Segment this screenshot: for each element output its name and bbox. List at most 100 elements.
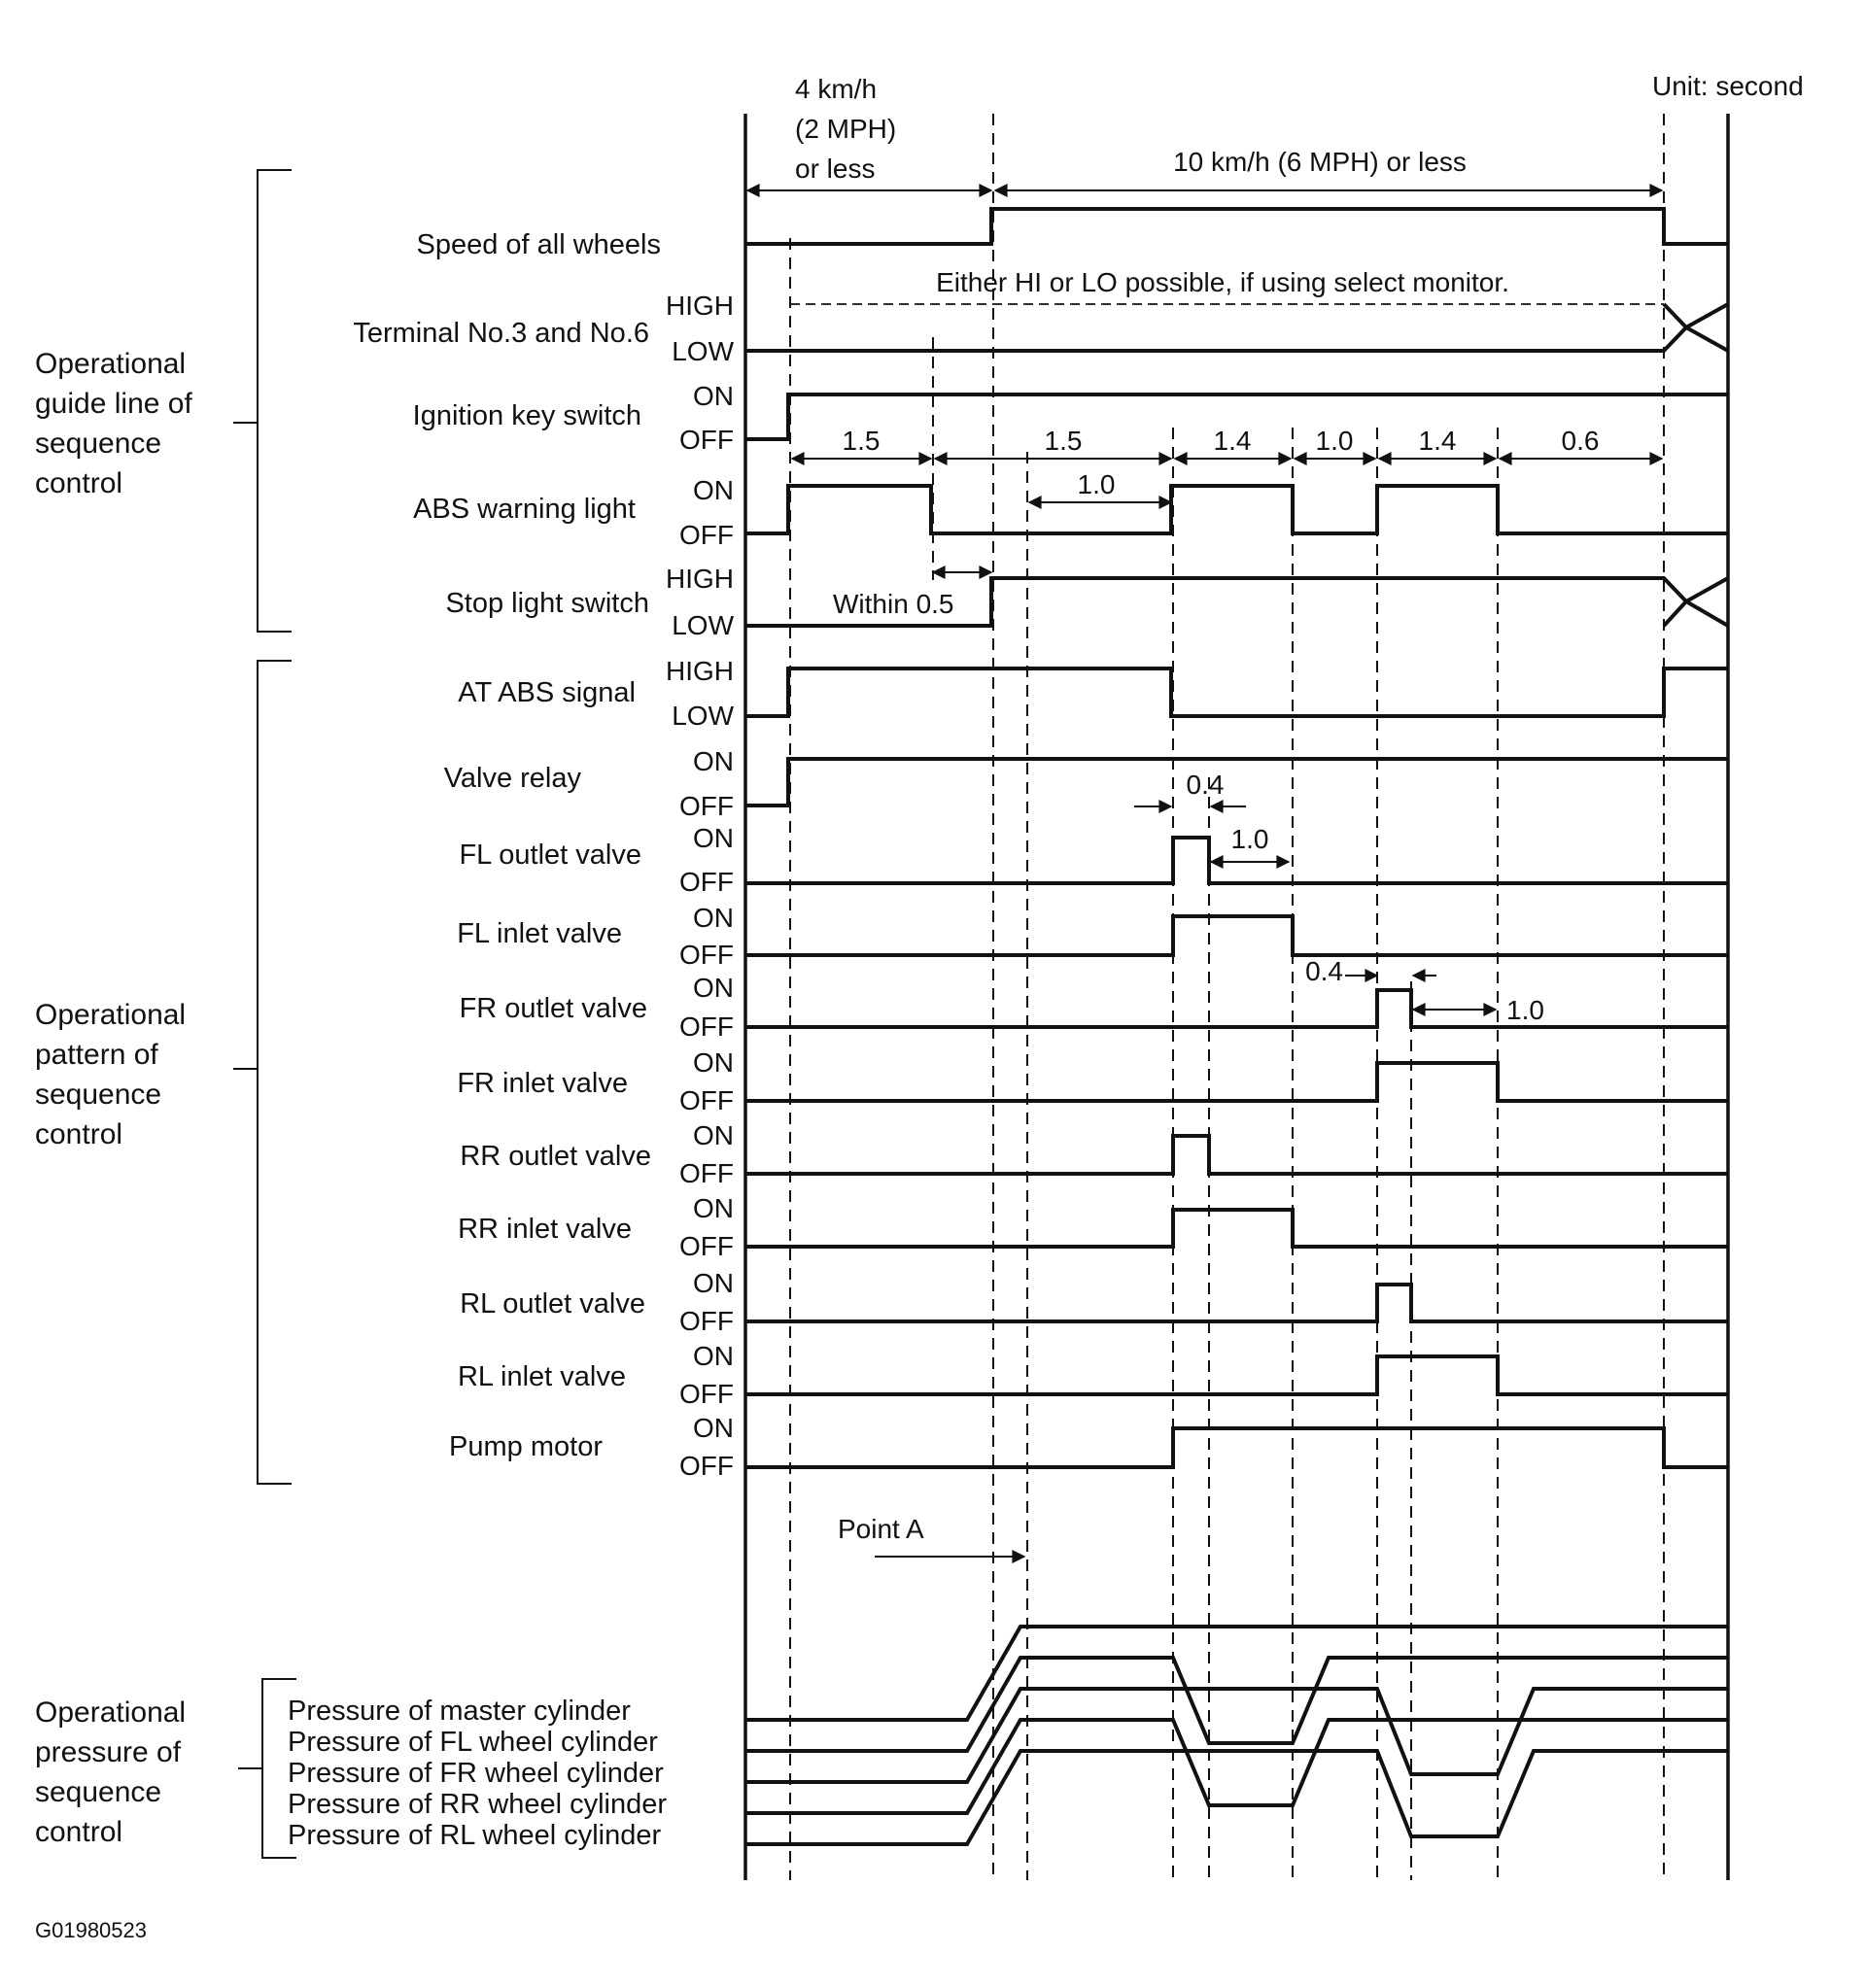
svg-text:guide line of: guide line of [35,388,192,420]
svg-text:RR inlet valve: RR inlet valve [458,1214,632,1245]
phase-high-speed: 10 km/h (6 MPH) or less [993,147,1664,197]
signal-fl-outlet-valve: FL outlet valve ON OFF [459,823,1728,897]
svg-text:ON: ON [693,903,734,933]
signal-at-abs-signal: AT ABS signal HIGH LOW [458,656,1728,731]
svg-text:0.4: 0.4 [1187,770,1225,800]
svg-text:0.6: 0.6 [1562,426,1600,456]
group-bracket-pattern: Operational pattern of sequence control [35,660,292,1485]
svg-text:HIGH: HIGH [666,656,734,686]
svg-text:pattern of: pattern of [35,1039,158,1071]
select-monitor-note: Either HI or LO possible, if using selec… [936,267,1509,297]
signal-ignition-key-switch: Ignition key switch ON OFF [413,381,1728,455]
svg-text:Operational: Operational [35,999,186,1031]
svg-text:0.4: 0.4 [1305,956,1343,986]
signal-rr-outlet-valve: RR outlet valve ON OFF [460,1120,1728,1188]
svg-text:ON: ON [693,1193,734,1223]
pressure-labels: Pressure of master cylinder Pressure of … [288,1696,667,1851]
svg-text:Operational: Operational [35,348,186,380]
svg-text:Pump motor: Pump motor [449,1431,603,1462]
svg-text:FR outlet valve: FR outlet valve [460,993,647,1024]
signal-rl-inlet-valve: RL inlet valve ON OFF [458,1341,1728,1409]
signal-fl-inlet-valve: FL inlet valve ON OFF [457,903,1728,970]
svg-text:Operational: Operational [35,1697,186,1729]
svg-text:ON: ON [693,1047,734,1078]
svg-text:Pressure of FL wheel cylinder: Pressure of FL wheel cylinder [288,1727,658,1758]
svg-text:ON: ON [693,823,734,853]
svg-text:control: control [35,1118,122,1150]
svg-text:1.4: 1.4 [1214,426,1252,456]
figure-code: G01980523 [35,1918,147,1942]
timing-row-warning: 1.5 1.5 1.4 1.0 1.4 0.6 1.0 [790,426,1664,509]
signal-stop-light-switch: Stop light switch HIGH LOW Within 0.5 [445,564,1730,640]
svg-text:sequence: sequence [35,1079,161,1111]
svg-text:OFF: OFF [679,1158,734,1188]
svg-text:4 km/h: 4 km/h [795,74,877,104]
svg-text:HIGH: HIGH [666,291,734,321]
point-a-marker: Point A [838,1514,1026,1563]
group-bracket-pressure: Operational pressure of sequence control [35,1678,296,1859]
svg-text:ON: ON [693,475,734,505]
svg-text:OFF: OFF [679,1011,734,1042]
svg-text:Terminal No.3 and No.6: Terminal No.3 and No.6 [353,318,649,349]
svg-text:OFF: OFF [679,425,734,455]
svg-text:OFF: OFF [679,791,734,821]
group-bracket-guide-line: Operational guide line of sequence contr… [35,169,292,633]
svg-text:ON: ON [693,1341,734,1371]
svg-text:ON: ON [693,381,734,411]
svg-text:Point A: Point A [838,1514,924,1544]
svg-text:control: control [35,467,122,499]
svg-text:Speed of all wheels: Speed of all wheels [417,229,662,260]
svg-text:OFF: OFF [679,940,734,970]
svg-text:ON: ON [693,973,734,1003]
svg-text:FR inlet valve: FR inlet valve [457,1068,628,1099]
svg-text:control: control [35,1816,122,1848]
svg-text:FL inlet valve: FL inlet valve [457,918,622,949]
timing-fr-outlet: 0.4 1.0 [1305,956,1544,1025]
svg-text:LOW: LOW [672,610,734,640]
svg-text:OFF: OFF [679,1306,734,1336]
svg-text:or less: or less [795,154,875,184]
svg-text:pressure of: pressure of [35,1736,182,1768]
signal-valve-relay: Valve relay ON OFF [444,746,1728,821]
svg-text:Stop light switch: Stop light switch [445,588,649,619]
svg-text:1.0: 1.0 [1506,995,1544,1025]
pressure-fr-wheel-cylinder [745,1687,1728,1784]
svg-text:Pressure of master cylinder: Pressure of master cylinder [288,1696,631,1727]
phase-low-speed: 4 km/h (2 MPH) or less [745,74,993,197]
svg-text:Pressure of FR wheel cylinder: Pressure of FR wheel cylinder [288,1758,664,1789]
svg-text:HIGH: HIGH [666,564,734,594]
svg-text:ON: ON [693,1268,734,1298]
svg-text:Valve relay: Valve relay [444,763,582,794]
timing-fl-outlet: 0.4 1.0 [1134,770,1291,869]
svg-text:OFF: OFF [679,1085,734,1115]
signal-rl-outlet-valve: RL outlet valve ON OFF [460,1268,1728,1336]
unit-label: Unit: second [1652,71,1804,101]
svg-text:OFF: OFF [679,867,734,897]
svg-text:sequence: sequence [35,1776,161,1808]
signal-fr-outlet-valve: FR outlet valve ON OFF [460,973,1728,1042]
svg-text:RL inlet valve: RL inlet valve [458,1361,626,1392]
signal-abs-warning-light: ABS warning light ON OFF [413,475,1728,550]
signal-speed-of-all-wheels: Speed of all wheels [417,207,1728,260]
pressure-fl-wheel-cylinder [745,1656,1728,1753]
svg-text:LOW: LOW [672,336,734,366]
signal-terminal-3-6: Terminal No.3 and No.6 HIGH LOW Either H… [353,267,1729,366]
svg-text:ON: ON [693,746,734,776]
svg-text:LOW: LOW [672,701,734,731]
svg-text:sequence: sequence [35,428,161,460]
svg-text:1.5: 1.5 [843,426,881,456]
svg-text:1.0: 1.0 [1231,824,1269,854]
svg-text:ON: ON [693,1413,734,1443]
svg-text:RL outlet valve: RL outlet valve [460,1288,645,1320]
svg-text:OFF: OFF [679,1379,734,1409]
svg-text:1.0: 1.0 [1316,426,1354,456]
svg-text:FL outlet valve: FL outlet valve [459,840,641,871]
svg-text:1.0: 1.0 [1078,469,1116,499]
svg-text:Pressure of RR wheel cylinder: Pressure of RR wheel cylinder [288,1789,667,1820]
pressure-master-cylinder [745,1625,1728,1722]
signal-fr-inlet-valve: FR inlet valve ON OFF [457,1047,1728,1115]
svg-text:OFF: OFF [679,520,734,550]
svg-text:ABS warning light: ABS warning light [413,494,636,525]
pressure-rr-wheel-cylinder [745,1718,1728,1815]
